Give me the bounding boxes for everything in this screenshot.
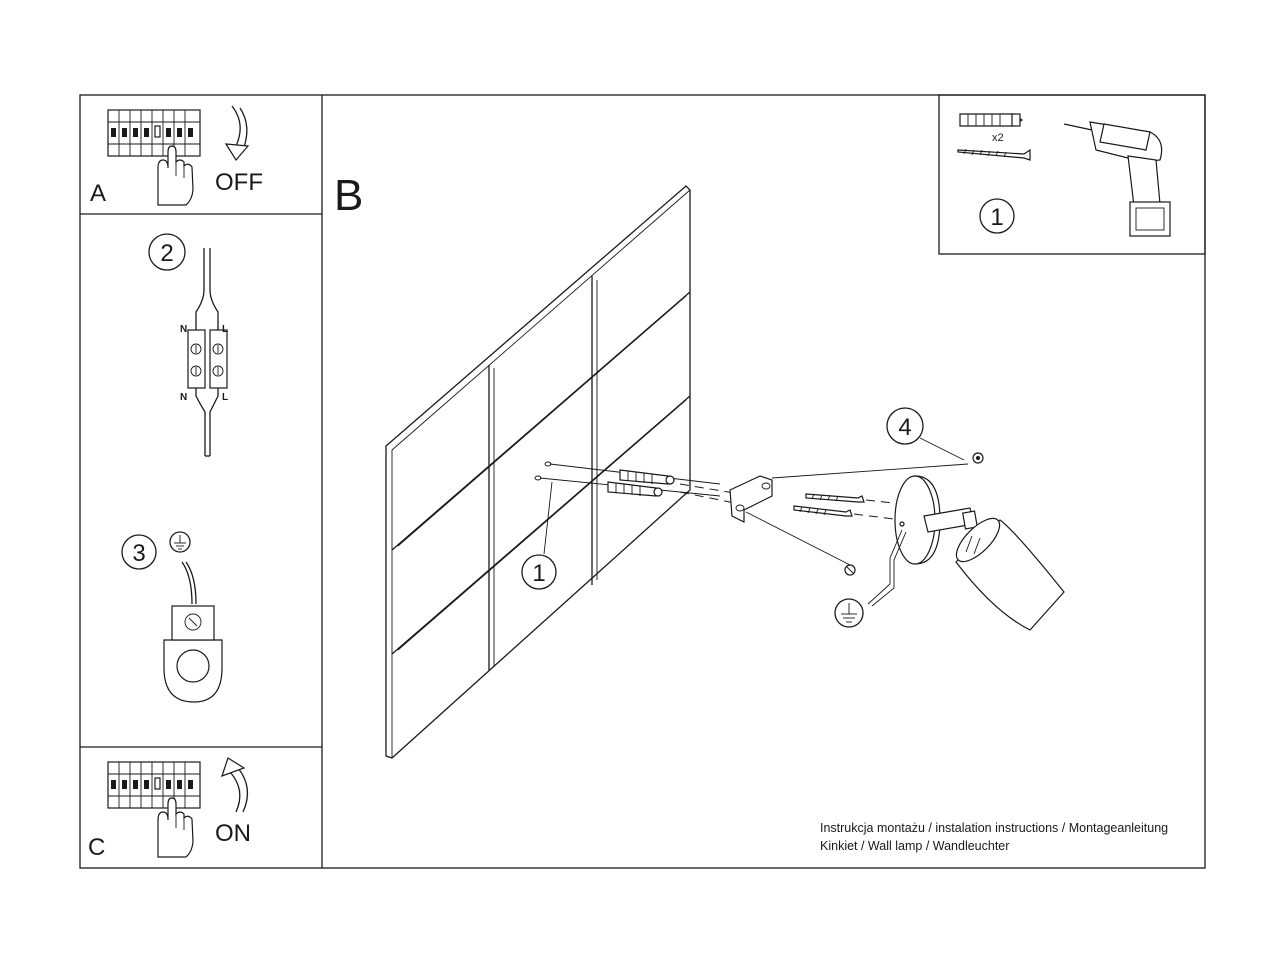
screw-icon xyxy=(957,148,1031,161)
circuit-breaker-icon xyxy=(107,109,201,157)
ground-symbol-icon xyxy=(169,531,191,553)
wall-plug-icon xyxy=(619,469,676,485)
screw-icon xyxy=(793,505,853,517)
ground-terminal-icon xyxy=(163,605,223,703)
screw-icon xyxy=(972,452,984,464)
panel-a-action: OFF xyxy=(215,169,263,196)
screw-icon xyxy=(844,564,856,576)
hand-icon xyxy=(157,145,194,206)
step-wiring: 2 N L N L xyxy=(148,233,228,457)
ground-step-number: 3 xyxy=(132,540,145,567)
panel-b-letter: B xyxy=(334,171,363,220)
ground-symbol-icon xyxy=(834,598,864,628)
panel-b: B xyxy=(334,171,1168,853)
footer-line-2: Kinkiet / Wall lamp / Wandleuchter xyxy=(820,839,1009,853)
wire-bottom xyxy=(195,388,219,457)
hand-icon xyxy=(157,797,194,858)
wiring-live-bottom: L xyxy=(222,392,228,403)
panel-tools: x2 1 xyxy=(957,113,1171,237)
wall-icon xyxy=(385,185,691,759)
arrow-down-icon xyxy=(224,105,250,162)
wiring-step-number: 2 xyxy=(160,240,173,267)
tools-step-number: 1 xyxy=(990,204,1003,231)
wire-top xyxy=(195,248,219,330)
panel-c: ON C xyxy=(88,757,251,861)
panel-a-letter: A xyxy=(90,180,106,207)
step-ground: 3 xyxy=(121,531,223,703)
screw-icon xyxy=(805,493,865,503)
wall-plug-icon xyxy=(607,481,664,497)
wall-step-number: 1 xyxy=(532,560,545,587)
wiring-live-top: L xyxy=(222,324,228,335)
circuit-breaker-icon xyxy=(107,761,201,809)
wiring-neutral-bottom: N xyxy=(180,392,187,403)
wall-plug-icon xyxy=(959,113,1023,127)
wall-lamp-icon xyxy=(894,475,1065,631)
panel-c-letter: C xyxy=(88,834,105,861)
tools-multiplier: x2 xyxy=(992,132,1004,144)
terminal-block-icon xyxy=(187,329,228,389)
wiring-neutral-top: N xyxy=(180,324,187,335)
drill-icon xyxy=(1063,121,1171,237)
panel-c-action: ON xyxy=(215,820,251,847)
footer-line-1: Instrukcja montażu / instalation instruc… xyxy=(820,821,1168,835)
frame xyxy=(79,94,1206,869)
mounting-bracket-icon xyxy=(729,475,773,523)
panel-a: OFF A xyxy=(90,105,263,207)
arrow-up-icon xyxy=(221,757,249,813)
lamp-step-number: 4 xyxy=(898,414,911,441)
